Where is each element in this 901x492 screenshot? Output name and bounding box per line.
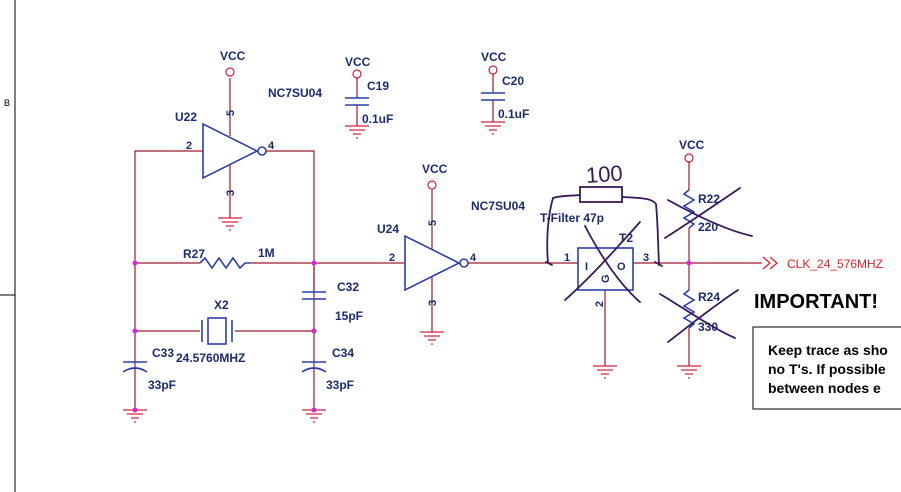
c20-value: 0.1uF bbox=[498, 107, 529, 121]
u22-ref: U22 bbox=[175, 110, 197, 124]
handwritten-rework: 100 bbox=[545, 160, 753, 343]
u22-part-number: NC7SU04 bbox=[268, 86, 322, 100]
u22-inverter[interactable]: U22 2 4 5 3 bbox=[175, 78, 275, 218]
u22-gnd-symbol bbox=[218, 217, 242, 231]
u22-pin-out: 4 bbox=[268, 140, 275, 152]
c34-value: 33pF bbox=[326, 378, 354, 392]
r24-ref: R24 bbox=[698, 290, 720, 304]
c33-ref: C33 bbox=[152, 346, 174, 360]
c20-ref: C20 bbox=[502, 74, 524, 88]
oscillator-wires bbox=[134, 150, 404, 410]
u22-vcc-label: VCC bbox=[220, 49, 246, 63]
u24-pin-gnd: 3 bbox=[427, 300, 439, 306]
t2-gnd-symbol bbox=[593, 365, 617, 379]
u24-pin-vcc: 5 bbox=[427, 220, 439, 226]
r27-value: 1M bbox=[258, 246, 275, 260]
x2-ref: X2 bbox=[214, 298, 229, 312]
sheet-border: B bbox=[0, 0, 16, 492]
r27-resistor[interactable]: R27 1M bbox=[183, 246, 275, 270]
clk-net-label[interactable]: CLK_24_576MHZ bbox=[762, 256, 883, 271]
c19-value: 0.1uF bbox=[362, 112, 393, 126]
u24-part-number: NC7SU04 bbox=[471, 199, 525, 213]
t2-letter-g: G bbox=[600, 274, 612, 283]
c32-ref: C32 bbox=[337, 280, 359, 294]
t2-pin-gnd: 2 bbox=[594, 301, 606, 307]
c33-value: 33pF bbox=[148, 378, 176, 392]
x2-value: 24.5760MHZ bbox=[176, 351, 245, 365]
important-note: IMPORTANT! Keep trace as sho no T's. If … bbox=[752, 291, 901, 410]
c19-capacitor[interactable]: VCC C19 0.1uF bbox=[345, 55, 393, 139]
c32-capacitor[interactable]: C32 15pF bbox=[302, 280, 363, 323]
u22-pin-gnd: 3 bbox=[225, 190, 237, 196]
c32-value: 15pF bbox=[335, 309, 363, 323]
t2-label: T-Filter 47p bbox=[540, 211, 604, 225]
junction-dots bbox=[132, 260, 692, 413]
note-line-2: no T's. If possible bbox=[768, 361, 886, 377]
r24-resistor[interactable]: R24 330 bbox=[682, 263, 720, 366]
note-line-3: between nodes e bbox=[768, 380, 881, 396]
u24-ref: U24 bbox=[377, 222, 399, 236]
u24-pin-out: 4 bbox=[470, 252, 477, 264]
u24-vcc-label: VCC bbox=[422, 162, 448, 176]
c20-vcc-label: VCC bbox=[481, 50, 507, 64]
x2-crystal[interactable]: X2 24.5760MHZ bbox=[176, 298, 245, 365]
t2-letter-i: I bbox=[585, 261, 588, 273]
c19-ref: C19 bbox=[367, 79, 389, 93]
important-heading: IMPORTANT! bbox=[754, 291, 878, 313]
u24-gnd-symbol bbox=[420, 331, 444, 345]
note-line-1: Keep trace as sho bbox=[768, 342, 888, 358]
t2-filter[interactable]: T-Filter 47p T2 1 3 2 I O G bbox=[540, 211, 649, 366]
c34-capacitor[interactable]: C34 33pF bbox=[301, 346, 354, 392]
c19-vcc-label: VCC bbox=[345, 55, 371, 69]
clk-net-text: CLK_24_576MHZ bbox=[787, 257, 883, 271]
r22-value: 220 bbox=[698, 220, 718, 234]
r22-vcc-label: VCC bbox=[679, 138, 705, 152]
t2-pin-out: 3 bbox=[643, 252, 649, 264]
r24-value: 330 bbox=[698, 320, 718, 334]
t2-pin-in: 1 bbox=[564, 252, 570, 264]
u22-pin-vcc: 5 bbox=[225, 110, 237, 116]
c20-capacitor[interactable]: VCC C20 0.1uF bbox=[481, 50, 529, 135]
r22-resistor[interactable]: VCC R22 220 bbox=[679, 138, 720, 263]
border-zone-label: B bbox=[4, 98, 10, 108]
u24-pin-in: 2 bbox=[389, 252, 395, 264]
r24-gnd-symbol bbox=[677, 365, 701, 379]
t2-letter-o: O bbox=[617, 261, 626, 273]
c33-capacitor[interactable]: C33 33pF bbox=[122, 346, 176, 392]
r22-ref: R22 bbox=[698, 192, 720, 206]
u24-inverter[interactable]: U24 2 4 5 3 bbox=[377, 190, 477, 332]
handwritten-bypass-value: 100 bbox=[585, 160, 623, 188]
u24-vcc-symbol: VCC bbox=[422, 162, 448, 190]
u22-vcc-symbol: VCC bbox=[220, 49, 246, 77]
c34-ref: C34 bbox=[332, 346, 354, 360]
u22-pin-in: 2 bbox=[186, 140, 192, 152]
r27-ref: R27 bbox=[183, 247, 205, 261]
